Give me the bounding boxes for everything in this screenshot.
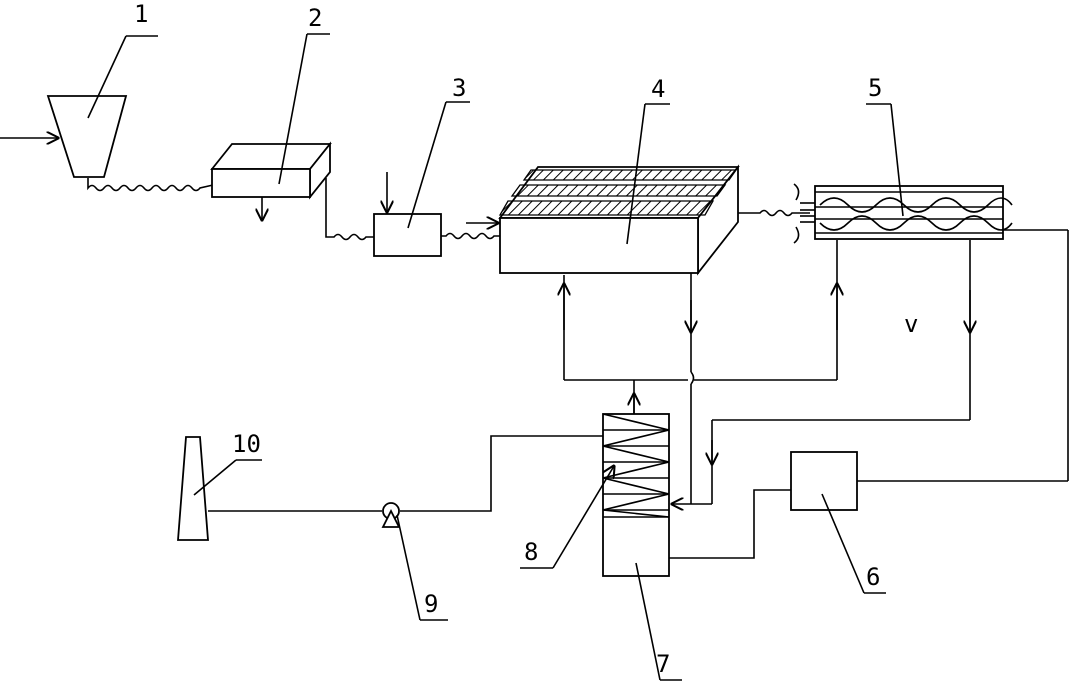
component-4-reactor	[498, 103, 740, 276]
conveyor-2-3	[325, 178, 374, 241]
conveyor-4-5	[738, 209, 810, 217]
label-3: 3	[452, 74, 466, 102]
component-7-tank	[602, 413, 682, 681]
component-9-pump	[381, 502, 448, 621]
conveyor-3-4	[441, 232, 500, 240]
mark-v: v	[904, 310, 918, 338]
component-6-box	[790, 451, 886, 594]
piping-network	[564, 229, 1069, 559]
label-7: 7	[656, 650, 670, 678]
component-3-box	[373, 101, 470, 257]
component-2-box	[210, 33, 332, 220]
component-1-hopper	[0, 35, 158, 178]
label-8: 8	[524, 538, 538, 566]
component-10-stack	[177, 436, 262, 541]
label-10: 10	[232, 430, 261, 458]
label-2: 2	[308, 4, 322, 32]
label-1: 1	[134, 0, 148, 28]
label-4: 4	[651, 75, 665, 103]
label-6: 6	[866, 563, 880, 591]
component-8-coil	[520, 413, 670, 569]
exhaust-line	[208, 435, 603, 512]
screw-conveyor-1-2	[87, 178, 214, 192]
component-5-exchanger	[793, 103, 1013, 244]
label-5: 5	[868, 74, 882, 102]
label-9: 9	[424, 590, 438, 618]
